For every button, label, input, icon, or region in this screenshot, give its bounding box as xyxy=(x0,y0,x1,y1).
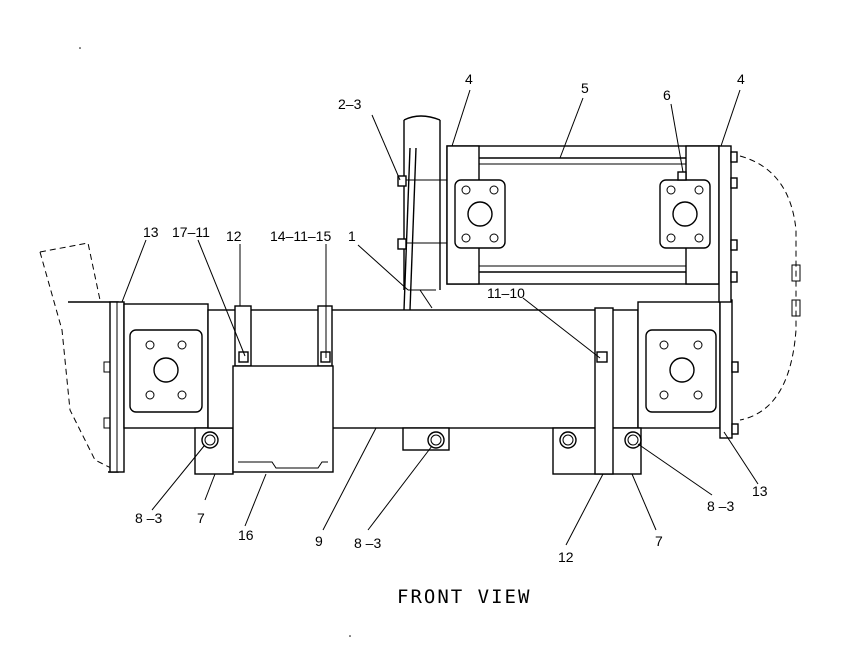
callout-6: 6 xyxy=(663,87,671,103)
left-end-flange xyxy=(68,301,125,473)
callout-13-left: 13 xyxy=(143,224,159,240)
callout-13-right: 13 xyxy=(752,483,768,499)
callout-8-3-center: 8 –3 xyxy=(354,535,381,551)
callout-11-10: 11–10 xyxy=(487,285,525,301)
upper-cooler xyxy=(446,145,720,285)
stray-dot xyxy=(349,635,351,637)
right-clamp-band xyxy=(594,307,614,475)
left-clamp-bands xyxy=(234,305,333,367)
callout-4-left: 4 xyxy=(465,71,473,87)
callout-9: 9 xyxy=(315,533,323,549)
upper-bracket xyxy=(397,115,450,311)
callout-7-left: 7 xyxy=(197,510,205,526)
left-head xyxy=(123,303,234,475)
callout-labels: 2–3 4 5 6 4 13 17–11 12 14–11–15 1 11–10… xyxy=(135,71,768,565)
left-dashed-outline xyxy=(39,242,116,471)
right-end-flange xyxy=(719,299,739,439)
callout-7-right: 7 xyxy=(655,533,663,549)
callout-2-3: 2–3 xyxy=(338,96,362,112)
callout-8-3-right: 8 –3 xyxy=(707,498,734,514)
callout-5: 5 xyxy=(581,80,589,96)
callout-16: 16 xyxy=(238,527,254,543)
right-plate xyxy=(718,145,738,303)
stray-dot xyxy=(79,47,81,49)
callout-12-bottom: 12 xyxy=(558,549,574,565)
callout-8-3-left: 8 –3 xyxy=(135,510,162,526)
callout-17-11: 17–11 xyxy=(172,224,210,240)
right-head xyxy=(637,301,721,429)
leader-lines xyxy=(121,89,759,546)
center-bottom-block xyxy=(402,427,450,451)
center-saddle xyxy=(232,365,334,473)
callout-14-11-15: 14–11–15 xyxy=(270,228,331,244)
callout-12-top: 12 xyxy=(226,228,242,244)
callout-4-right: 4 xyxy=(737,71,745,87)
view-title: FRONT VIEW xyxy=(397,586,531,608)
callout-1: 1 xyxy=(348,228,356,244)
right-dashed-outline xyxy=(739,155,801,421)
